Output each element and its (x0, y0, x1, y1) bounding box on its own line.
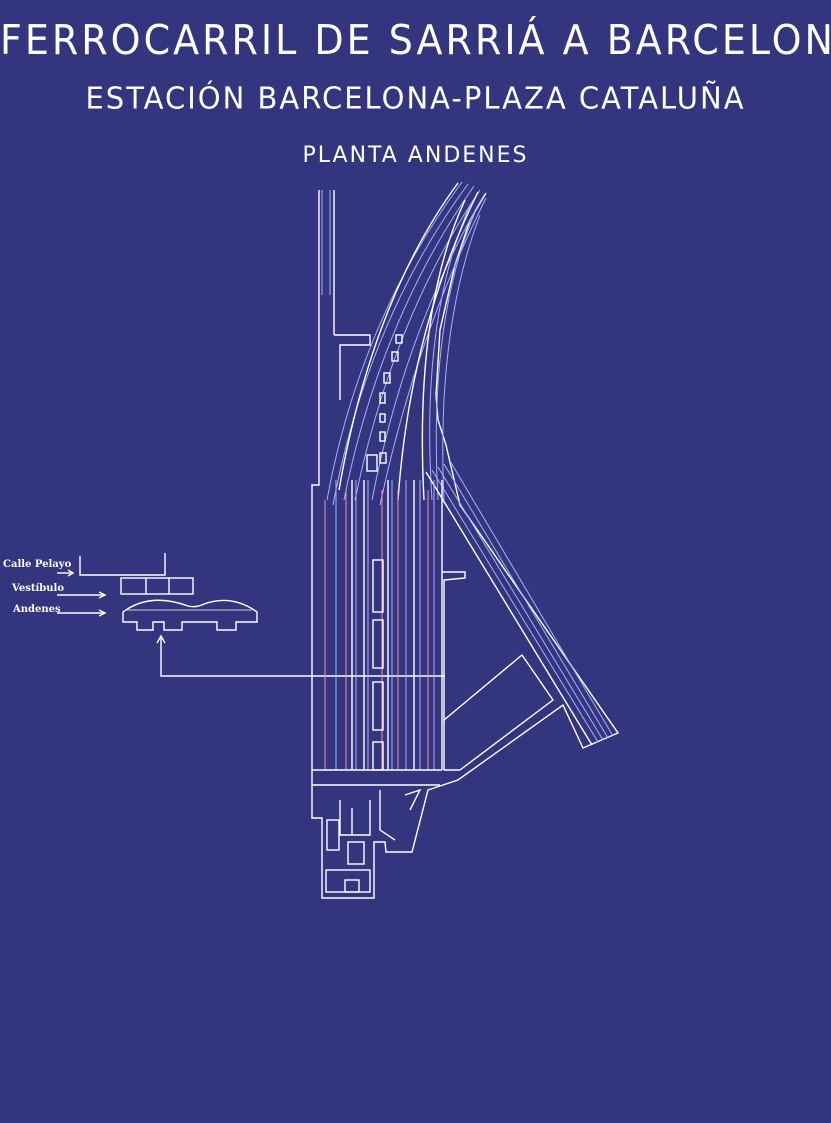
main-title: FERROCARRIL DE SARRIÁ A BARCELONA (0, 16, 831, 64)
cross-section-diagram (79, 553, 445, 677)
plan-title: PLANTA ANDENES (302, 143, 529, 168)
station-subtitle: ESTACIÓN BARCELONA-PLAZA CATALUÑA (85, 80, 746, 116)
legend-arrows (57, 569, 107, 617)
legend-label-platforms: Andenes (13, 604, 61, 615)
legend-label-street: Calle Pelayo (3, 559, 72, 570)
station-plan (311, 181, 620, 899)
legend-label-vestibule: Vestíbulo (12, 583, 64, 594)
